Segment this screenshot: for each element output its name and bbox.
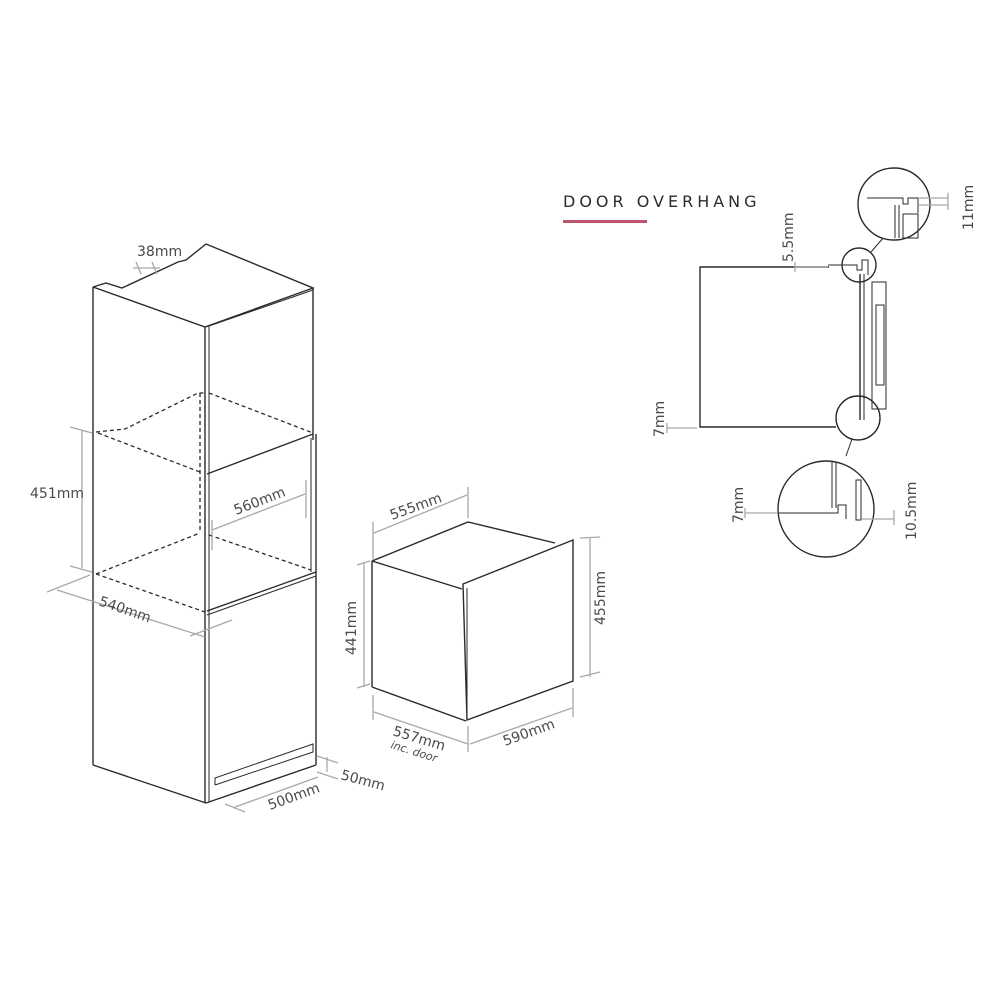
label-bottom-detail-left: 7mm — [731, 487, 747, 523]
label-appliance-body-height: 441mm — [344, 601, 360, 655]
appliance-dimensions — [356, 487, 601, 752]
label-plinth-height: 50mm — [339, 767, 387, 794]
label-door-width: 590mm — [501, 716, 557, 750]
label-top-rebate: 38mm — [137, 244, 182, 260]
label-appliance-width: 555mm — [388, 490, 444, 524]
label-top-detail: 11mm — [961, 185, 977, 230]
label-bottom-detail-right: 10.5mm — [904, 482, 920, 540]
label-opening-depth: 540mm — [97, 594, 153, 627]
label-bottom-offset: 7mm — [652, 401, 668, 437]
label-appliance-door-height: 455mm — [593, 571, 609, 625]
door-overhang-title: DOOR OVERHANG — [563, 192, 761, 211]
appliance-box — [371, 521, 574, 722]
door-overhang-section — [666, 167, 949, 558]
label-top-offset: 5.5mm — [781, 212, 797, 262]
label-opening-width: 560mm — [232, 484, 288, 518]
title-accent-underline — [563, 220, 647, 223]
tall-cabinet-dimensions — [46, 261, 339, 813]
tall-cabinet — [92, 243, 317, 804]
label-opening-height: 451mm — [30, 486, 84, 502]
